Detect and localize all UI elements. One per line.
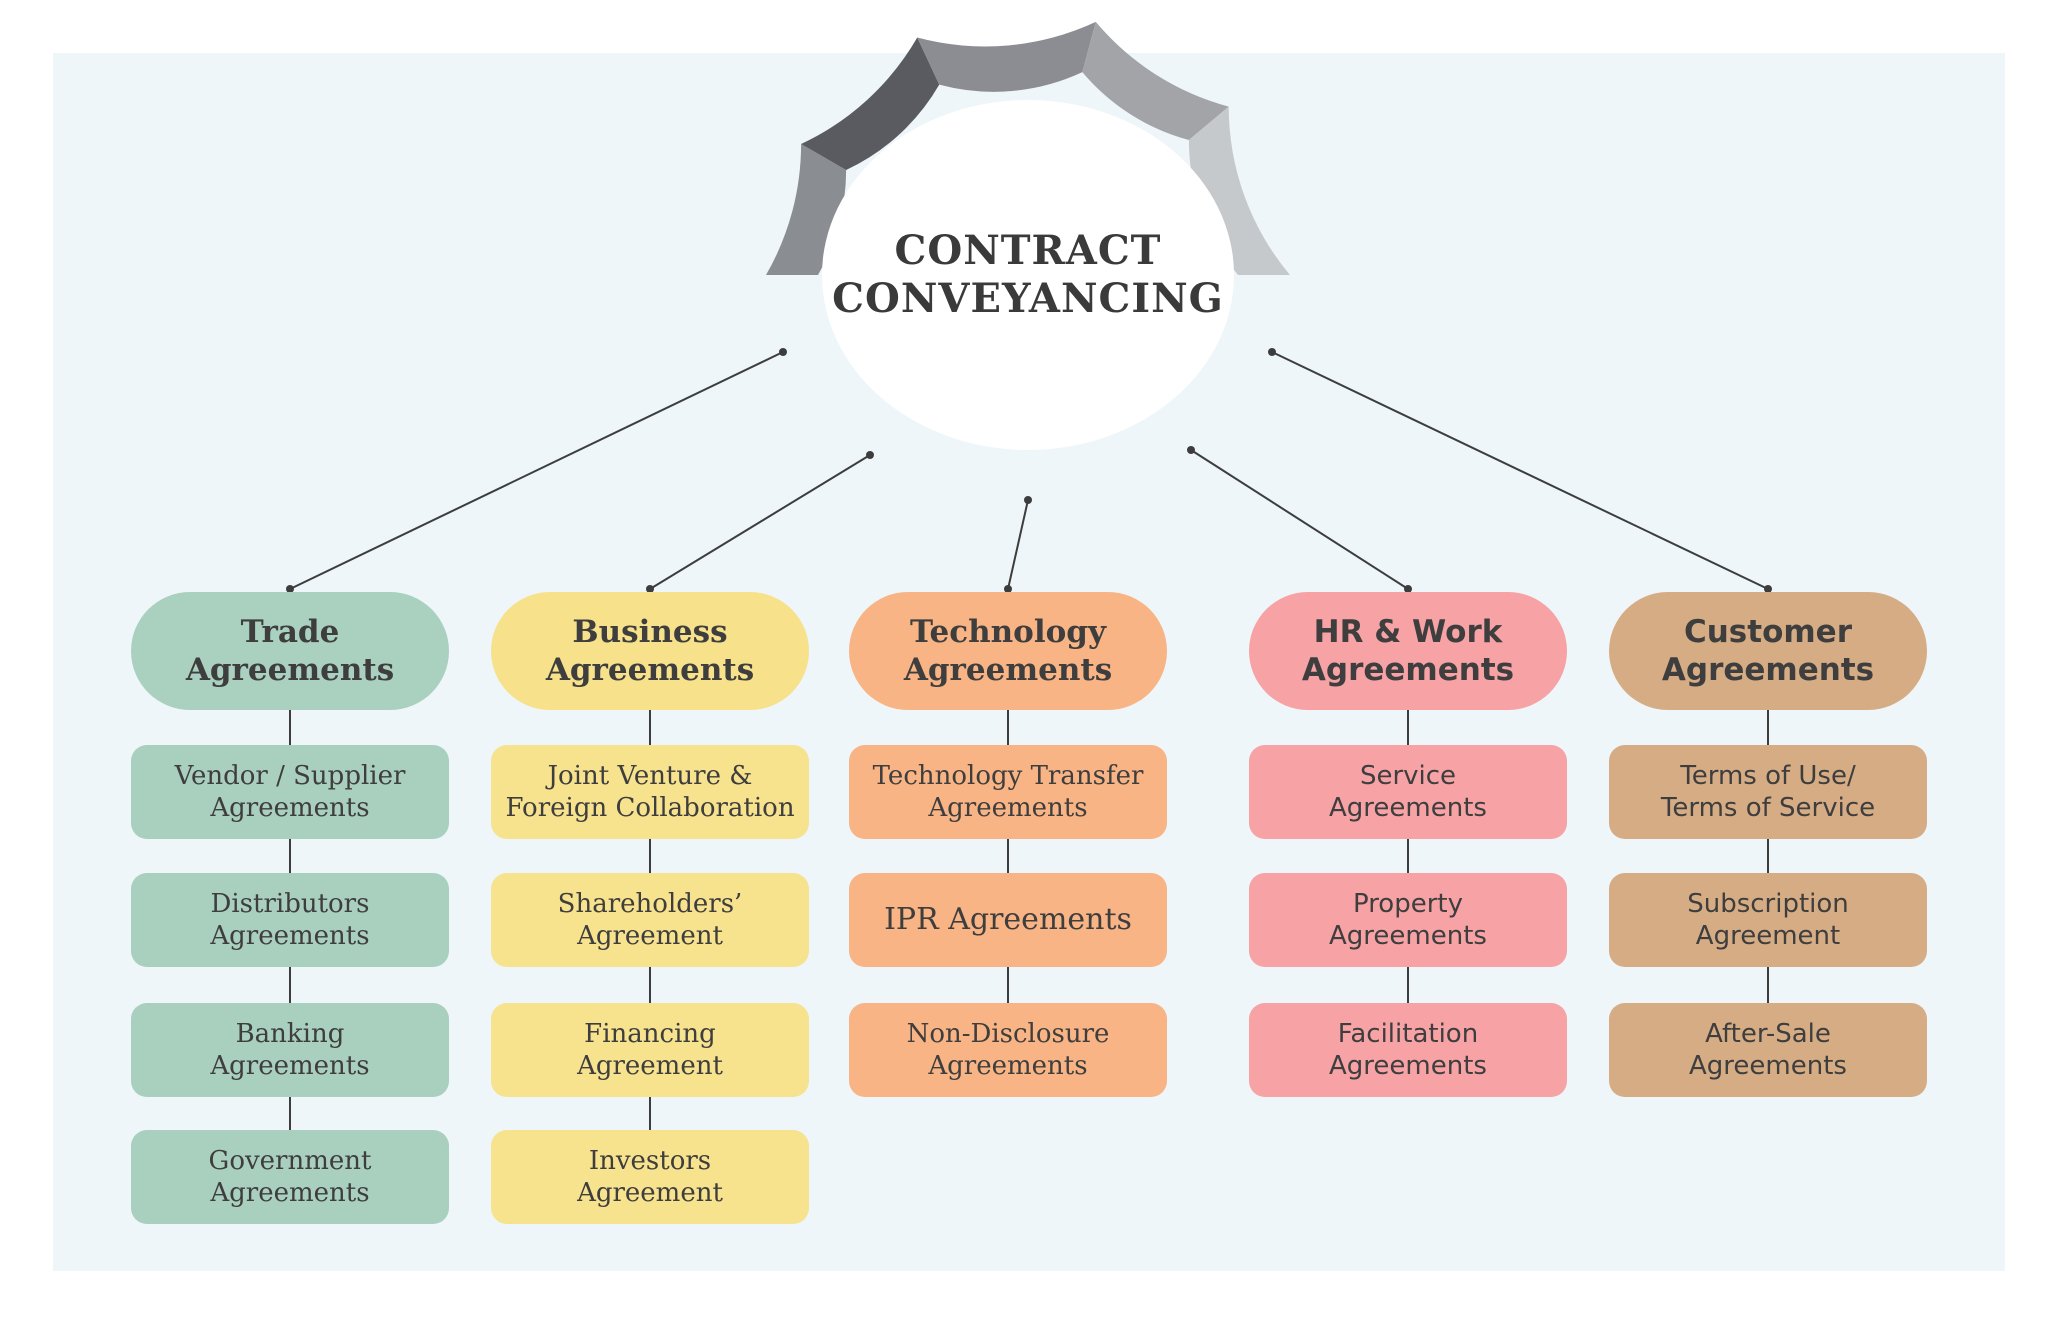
category-header-hr: HR & Work Agreements (1249, 592, 1567, 710)
connector-dot (1004, 585, 1012, 593)
agreement-item: Property Agreements (1249, 873, 1567, 967)
agreement-item: Investors Agreement (491, 1130, 809, 1224)
agreement-item: Distributors Agreements (131, 873, 449, 967)
connector-dot (1404, 585, 1412, 593)
connector-dot (866, 451, 874, 459)
hub-connector-line (1190, 449, 1409, 590)
agreement-item: Joint Venture & Foreign Collaboration (491, 745, 809, 839)
hub-ring-segment (917, 21, 1096, 92)
agreement-item: Government Agreements (131, 1130, 449, 1224)
category-header-customer: Customer Agreements (1609, 592, 1927, 710)
agreement-item: After-Sale Agreements (1609, 1003, 1927, 1097)
agreement-item: IPR Agreements (849, 873, 1167, 967)
agreement-item: Shareholders’ Agreement (491, 873, 809, 967)
category-header-technology: Technology Agreements (849, 592, 1167, 710)
connector-dot (1764, 585, 1772, 593)
hub-connector-line (289, 351, 784, 590)
hub-title: CONTRACT CONVEYANCING (832, 227, 1224, 322)
agreement-item: Terms of Use/ Terms of Service (1609, 745, 1927, 839)
category-header-business: Business Agreements (491, 592, 809, 710)
hub-ring-segment (801, 37, 940, 170)
agreement-item: Vendor / Supplier Agreements (131, 745, 449, 839)
hub-circle: CONTRACT CONVEYANCING (822, 100, 1234, 450)
hub-connector-line (649, 454, 871, 590)
connector-dot (286, 585, 294, 593)
agreement-item: Technology Transfer Agreements (849, 745, 1167, 839)
agreement-item: Subscription Agreement (1609, 873, 1927, 967)
hub-connector-line (1007, 499, 1029, 590)
connectors (286, 348, 1772, 1130)
connector-dot (1187, 446, 1195, 454)
hub-ring-segment (1082, 21, 1229, 141)
hub-connector-line (1271, 351, 1769, 590)
connector-dot (1024, 496, 1032, 504)
agreement-item: Service Agreements (1249, 745, 1567, 839)
category-header-trade: Trade Agreements (131, 592, 449, 710)
agreement-item: Banking Agreements (131, 1003, 449, 1097)
agreement-item: Facilitation Agreements (1249, 1003, 1567, 1097)
connector-dot (779, 348, 787, 356)
connector-dot (646, 585, 654, 593)
agreement-item: Financing Agreement (491, 1003, 809, 1097)
connector-dot (1268, 348, 1276, 356)
agreement-item: Non-Disclosure Agreements (849, 1003, 1167, 1097)
